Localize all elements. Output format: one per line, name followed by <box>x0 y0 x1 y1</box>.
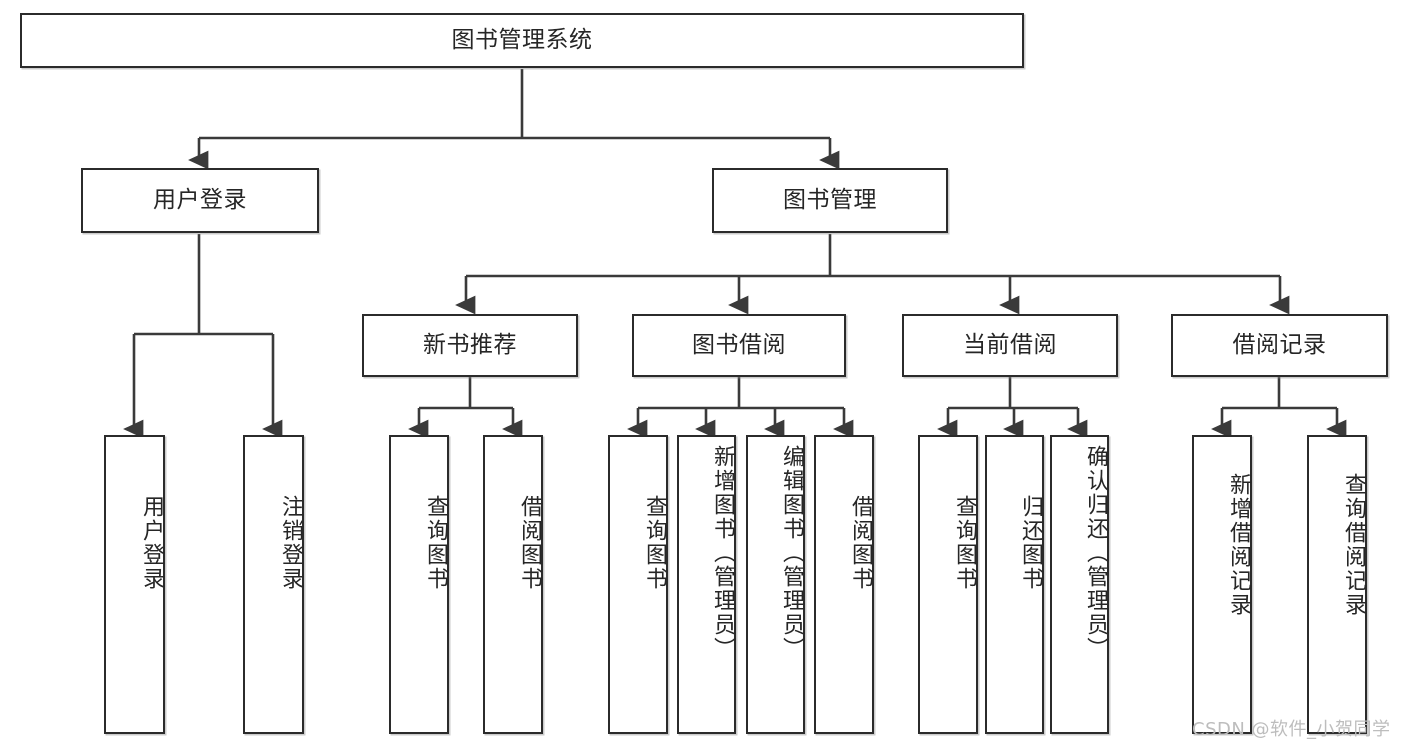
node-book-borrow[interactable]: 图书借阅 <box>632 314 846 377</box>
leaf-label: 借阅图书 <box>517 495 542 591</box>
csdn-watermark: CSDN @软件_小贺同学 <box>1192 719 1391 740</box>
node-user-login[interactable]: 用户登录 <box>81 168 319 233</box>
leaf-book-borrow-query[interactable]: 查询图书 <box>608 435 668 734</box>
leaf-new-book-borrow[interactable]: 借阅图书 <box>483 435 543 734</box>
leaf-label: 归还图书 <box>1018 495 1043 591</box>
leaf-user-login-login[interactable]: 用户登录 <box>104 435 165 734</box>
leaf-borrow-record-query[interactable]: 查询借阅记录 <box>1307 435 1367 734</box>
leaf-label: 注销登录 <box>278 495 303 591</box>
leaf-label: 确认归还（管理员） <box>1083 445 1108 661</box>
leaf-current-borrow-return[interactable]: 归还图书 <box>985 435 1044 734</box>
node-new-book-recommend[interactable]: 新书推荐 <box>362 314 578 377</box>
leaf-current-borrow-confirm-return[interactable]: 确认归还（管理员） <box>1050 435 1109 734</box>
leaf-label: 新增图书（管理员） <box>710 445 735 661</box>
node-current-borrow[interactable]: 当前借阅 <box>902 314 1118 377</box>
leaf-label: 查询图书 <box>642 495 667 591</box>
leaf-new-book-query[interactable]: 查询图书 <box>389 435 449 734</box>
leaf-label: 编辑图书（管理员） <box>779 445 804 661</box>
leaf-book-borrow-borrow[interactable]: 借阅图书 <box>814 435 874 734</box>
leaf-book-borrow-edit[interactable]: 编辑图书（管理员） <box>746 435 805 734</box>
node-book-management[interactable]: 图书管理 <box>712 168 948 233</box>
leaf-label: 查询借阅记录 <box>1341 473 1366 617</box>
leaf-label: 查询图书 <box>952 495 977 591</box>
leaf-label: 新增借阅记录 <box>1226 473 1251 617</box>
leaf-label: 用户登录 <box>139 495 164 591</box>
leaf-label: 借阅图书 <box>848 495 873 591</box>
leaf-book-borrow-add[interactable]: 新增图书（管理员） <box>677 435 736 734</box>
node-borrow-record[interactable]: 借阅记录 <box>1171 314 1388 377</box>
node-root-book-management-system[interactable]: 图书管理系统 <box>20 13 1024 68</box>
leaf-borrow-record-add[interactable]: 新增借阅记录 <box>1192 435 1252 734</box>
leaf-label: 查询图书 <box>423 495 448 591</box>
leaf-current-borrow-query[interactable]: 查询图书 <box>918 435 978 734</box>
leaf-user-login-logout[interactable]: 注销登录 <box>243 435 304 734</box>
